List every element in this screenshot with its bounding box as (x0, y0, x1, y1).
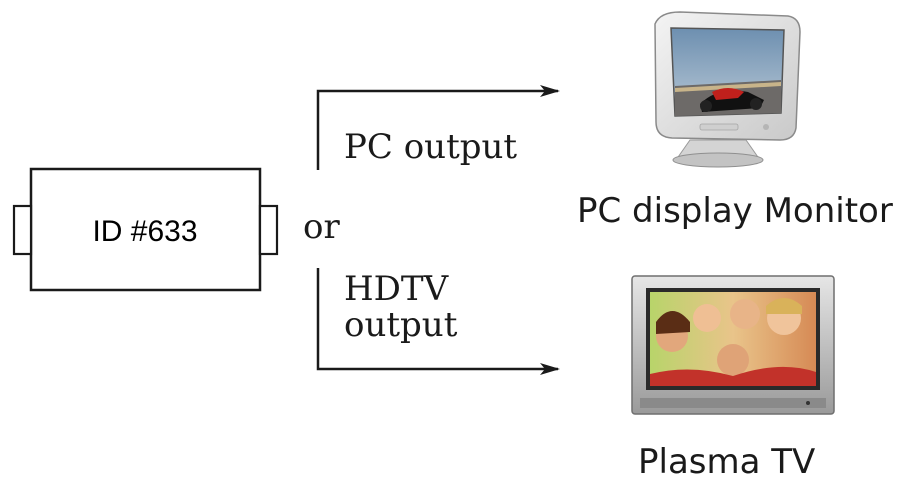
device-connector-right (258, 204, 279, 256)
device-label: ID #633 (92, 215, 197, 248)
pc-output-arrow (316, 85, 560, 170)
hdtv-output-arrow (316, 268, 560, 375)
pc-output-label: PC output (344, 127, 517, 167)
hdtv-output-label-line2: output (344, 305, 458, 345)
plasma-tv-icon (631, 275, 835, 415)
or-label: or (303, 207, 340, 247)
device-body (29, 167, 262, 292)
hdtv-output-path: HDTV output (316, 268, 560, 375)
device-connector-left (12, 204, 33, 256)
tv-label: Plasma TV (638, 442, 815, 480)
monitor-label: PC display Monitor (577, 191, 893, 231)
hdtv-output-label-line1: HDTV (344, 269, 450, 309)
pc-output-path: PC output (316, 85, 560, 170)
crt-monitor-icon (654, 11, 801, 168)
device-block: ID #633 (12, 167, 279, 292)
